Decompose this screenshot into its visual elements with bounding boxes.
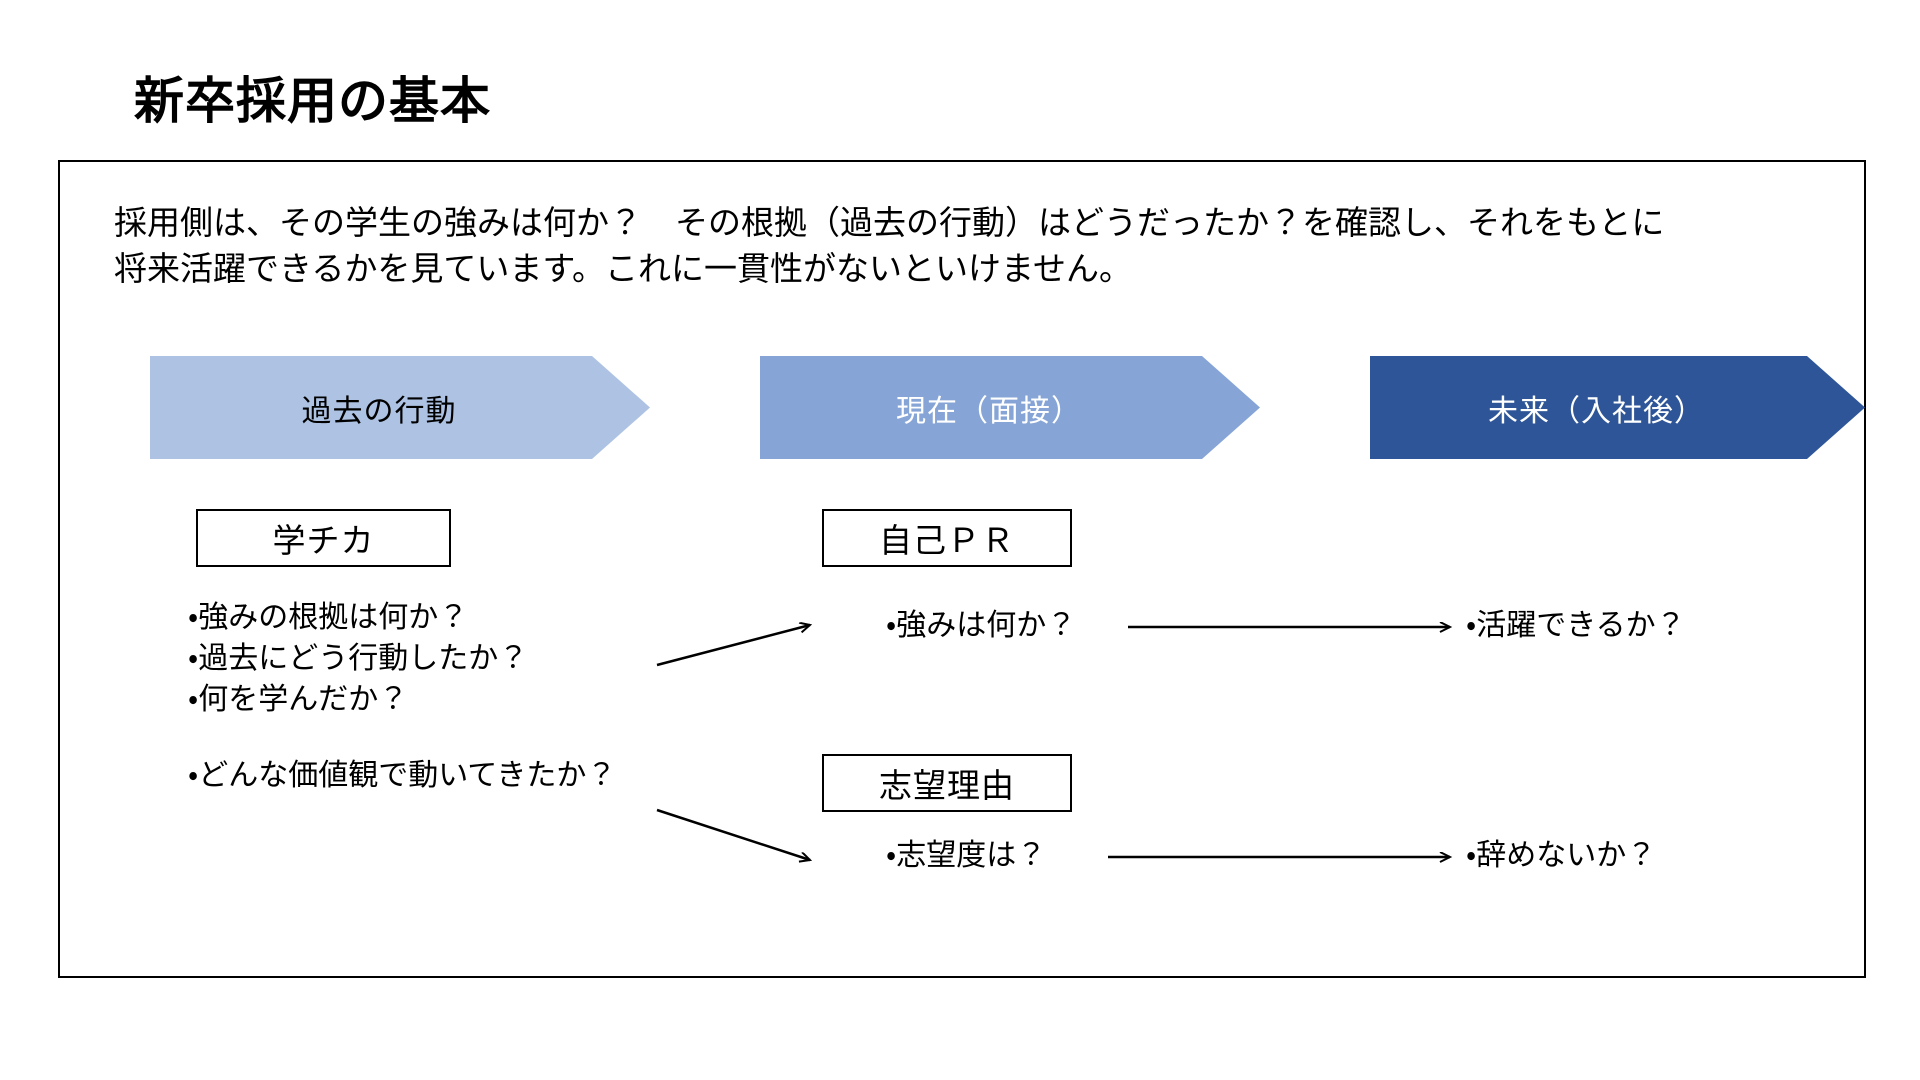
- bullet-item: ・強みの根拠は何か？: [188, 601, 469, 634]
- bullet-item: ・過去にどう行動したか？: [188, 641, 529, 675]
- label-box-gakuchika: 学チカ: [196, 509, 451, 567]
- bullet-item: ・どんな価値観で動いてきたか？: [188, 759, 617, 792]
- bullet-present-strength: ・強みは何か？: [886, 609, 1077, 642]
- lead-paragraph-line-2: 将来活躍できるかを見ています。これに一貫性がないといけません。: [114, 249, 1133, 287]
- label-box-shibou-text: 志望理由: [879, 767, 1015, 804]
- bullet-present-motivation: ・志望度は？: [886, 839, 1047, 872]
- bullet-item: ・何を学んだか？: [188, 682, 409, 716]
- chevron-past: 過去の行動: [150, 356, 650, 459]
- content-frame: [58, 160, 1866, 978]
- chevron-present: 現在（面接）: [760, 356, 1260, 459]
- label-box-jikopr: 自己ＰＲ: [822, 509, 1072, 567]
- chevron-past-label: 過去の行動: [301, 394, 457, 428]
- label-box-jikopr-text: 自己ＰＲ: [879, 522, 1015, 559]
- page-title: 新卒採用の基本: [134, 73, 491, 129]
- lead-paragraph: 採用側は、その学生の強みは何か？ その根拠（過去の行動）はどうだったか？を確認し…: [114, 200, 1814, 291]
- bullet-future-active: ・活躍できるか？: [1466, 609, 1686, 642]
- chevron-present-label: 現在（面接）: [896, 394, 1082, 428]
- lead-paragraph-line-1: 採用側は、その学生の強みは何か？ その根拠（過去の行動）はどうだったか？を確認し…: [114, 204, 1665, 241]
- chevron-future-label: 未来（入社後）: [1488, 394, 1705, 428]
- bullet-future-retention: ・辞めないか？: [1466, 839, 1657, 872]
- bullet-list-past-primary: ・強みの根拠は何か？ ・過去にどう行動したか？ ・何を学んだか？: [188, 598, 528, 720]
- bullet-list-past-values: ・どんな価値観で動いてきたか？: [188, 756, 616, 797]
- label-box-shibou: 志望理由: [822, 754, 1072, 812]
- chevron-future: 未来（入社後）: [1370, 356, 1865, 459]
- label-box-gakuchika-text: 学チカ: [272, 522, 375, 559]
